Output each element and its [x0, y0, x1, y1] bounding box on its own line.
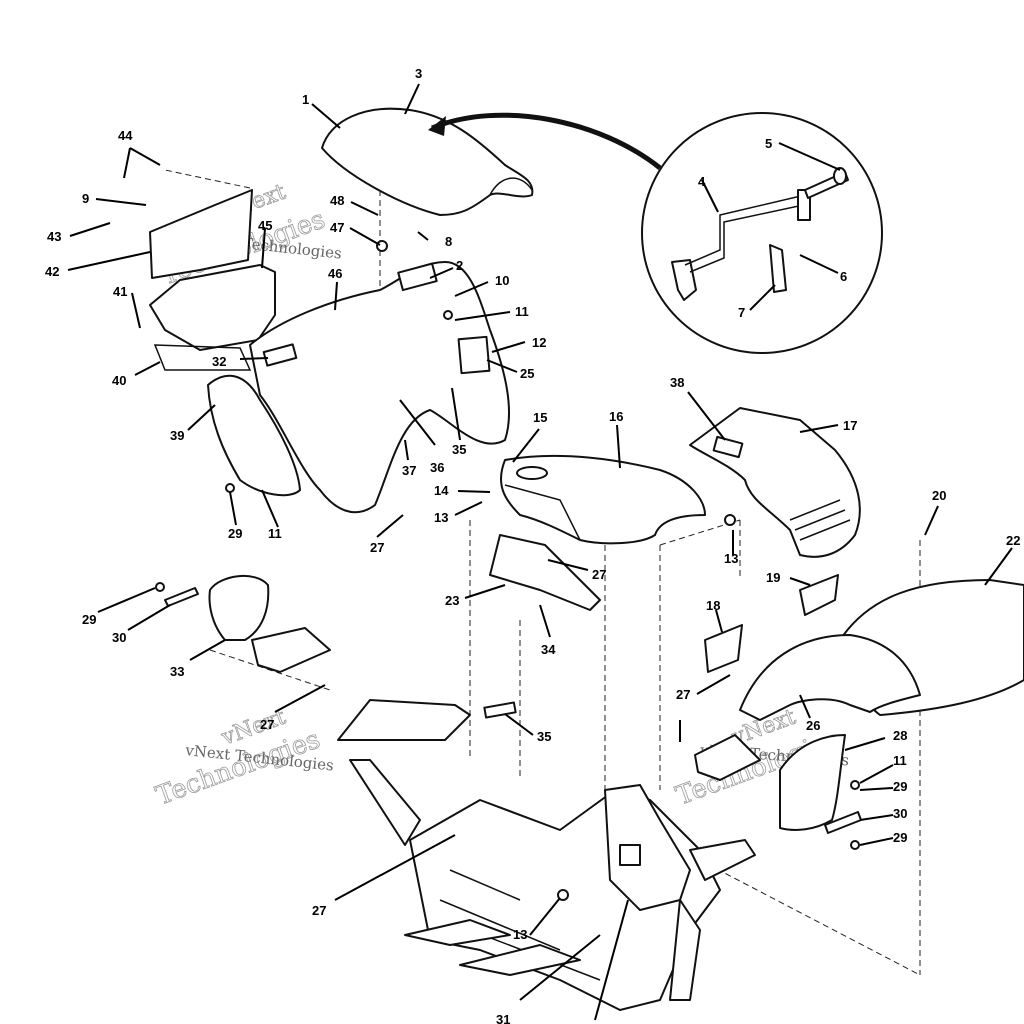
callout-45: 45 [258, 218, 272, 233]
callout-43: 43 [47, 229, 61, 244]
callout-42: 42 [45, 264, 59, 279]
front-fender-underside [504, 484, 581, 541]
callout-2: 2 [456, 258, 463, 273]
callout-16: 16 [609, 409, 623, 424]
front-fender [500, 454, 706, 545]
callout-26: 26 [806, 718, 820, 733]
callout-28: 28 [893, 728, 907, 743]
callout-32: 32 [212, 354, 226, 369]
callout-15: 15 [533, 410, 547, 425]
callout-27-front: 27 [592, 567, 606, 582]
foot-plate-left [251, 627, 331, 673]
callout-29-left-upper: 29 [228, 526, 242, 541]
decal-25 [457, 335, 491, 375]
detail-arrowhead [428, 116, 446, 136]
detail-inset-circle [641, 112, 883, 354]
decal-2 [397, 262, 438, 292]
callout-18: 18 [706, 598, 720, 613]
callout-44: 44 [118, 128, 133, 143]
seat-latch-assembly [671, 167, 849, 301]
callout-33: 33 [170, 664, 184, 679]
fuel-cap-hole [516, 466, 548, 480]
callout-41: 41 [113, 284, 127, 299]
hardware [155, 240, 860, 901]
callout-11-right: 11 [893, 753, 907, 768]
seat-rear-curve [489, 177, 533, 196]
watermark-bottom-left: vNext Technologies vNext Technologies [152, 704, 335, 812]
callout-36: 36 [430, 460, 444, 475]
rear-fender-left-flap [207, 374, 301, 497]
callout-labels: 1 3 44 9 45 43 42 48 47 8 2 10 46 11 41 … [45, 66, 1020, 1024]
callout-4: 4 [698, 174, 706, 189]
callout-46: 46 [328, 266, 342, 281]
bracket-30-left [164, 587, 199, 607]
callout-35-lower: 35 [537, 729, 551, 744]
front-bracket-23 [489, 534, 601, 611]
callout-13-right: 13 [724, 551, 738, 566]
cowl-grille [789, 499, 851, 541]
callout-29-left-lower: 29 [82, 612, 96, 627]
callout-10: 10 [495, 273, 509, 288]
decal-38 [712, 435, 744, 459]
callout-27-lower-left: 27 [260, 717, 274, 732]
frame [337, 699, 756, 1011]
tool-tray [153, 344, 252, 371]
front-cowl [689, 407, 861, 558]
callout-29-right-upper: 29 [893, 779, 907, 794]
mud-flap-left [208, 574, 270, 641]
foot-plate-right [694, 734, 761, 781]
callout-5: 5 [765, 136, 772, 151]
rear-side-panel [149, 189, 253, 279]
front-fender-right [739, 634, 921, 721]
callout-8: 8 [445, 234, 452, 249]
callout-3: 3 [415, 66, 422, 81]
callout-17: 17 [843, 418, 857, 433]
decal-19 [799, 574, 839, 616]
callout-30-left: 30 [112, 630, 126, 645]
callout-47: 47 [330, 220, 344, 235]
callout-40: 40 [112, 373, 126, 388]
callout-37: 37 [402, 463, 416, 478]
callout-25: 25 [520, 366, 534, 381]
callout-12: 12 [532, 335, 546, 350]
callout-1: 1 [302, 92, 309, 107]
callout-14: 14 [434, 483, 449, 498]
callout-34: 34 [541, 642, 556, 657]
callout-7: 7 [738, 305, 745, 320]
callout-39: 39 [170, 428, 184, 443]
detail-arrow [431, 112, 662, 170]
rear-fender-body [249, 261, 511, 514]
callout-13-left: 13 [434, 510, 448, 525]
mud-flap-right [779, 734, 846, 831]
seat [321, 107, 534, 216]
storage-box [149, 264, 276, 351]
leader-lines [67, 83, 1013, 1021]
callout-11-left: 11 [268, 526, 282, 541]
callout-27-right: 27 [676, 687, 690, 702]
callout-27-left: 27 [370, 540, 384, 555]
callout-9: 9 [82, 191, 89, 206]
callout-31: 31 [496, 1012, 510, 1024]
callout-11-upper: 11 [515, 304, 529, 319]
callout-35-upper: 35 [452, 442, 466, 457]
callout-20: 20 [932, 488, 946, 503]
callout-27-frame: 27 [312, 903, 326, 918]
callout-6: 6 [840, 269, 847, 284]
callout-30-right: 30 [893, 806, 907, 821]
callout-13-frame: 13 [513, 927, 527, 942]
callout-19: 19 [766, 570, 780, 585]
callout-22: 22 [1006, 533, 1020, 548]
callout-29-right-lower: 29 [893, 830, 907, 845]
callout-48: 48 [330, 193, 344, 208]
decal-18 [704, 624, 743, 673]
callout-23: 23 [445, 593, 459, 608]
callout-38: 38 [670, 375, 684, 390]
